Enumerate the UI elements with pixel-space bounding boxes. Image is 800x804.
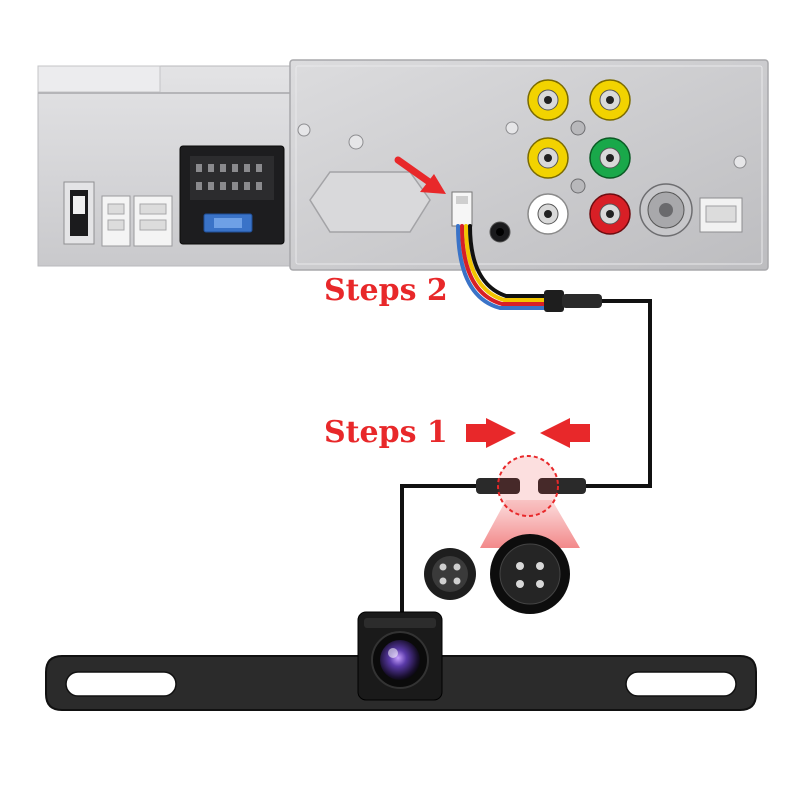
audio-jack — [489, 221, 511, 243]
arrow-right-icon — [466, 418, 516, 448]
camera-cable — [400, 484, 476, 612]
rca-jack-yellow — [527, 79, 569, 121]
camera-icon — [357, 611, 443, 701]
step-1-label: Steps 1 — [324, 415, 448, 450]
pin-connector-female — [490, 534, 570, 614]
aux-connector — [101, 195, 173, 247]
pin-connector-male — [424, 548, 476, 600]
cable-connector — [544, 290, 602, 312]
antenna-jack — [639, 183, 693, 237]
mic-connector — [699, 197, 743, 233]
camera-harness-wires — [456, 224, 550, 310]
head-unit — [37, 59, 769, 271]
extension-cable — [584, 299, 652, 488]
arrow-icon — [394, 156, 446, 194]
screw-icon — [297, 120, 747, 194]
rca-jack-yellow — [589, 79, 631, 121]
usb-port — [63, 181, 95, 245]
highlight-beam — [480, 500, 580, 548]
rca-jack-green — [589, 137, 631, 179]
camera-input-port — [451, 191, 473, 227]
rca-jack-white — [527, 193, 569, 235]
harness-connector — [179, 145, 285, 245]
rca-jack-yellow — [527, 137, 569, 179]
step-2-label: Steps 2 — [324, 273, 448, 308]
rca-jack-red — [589, 193, 631, 235]
arrow-left-icon — [540, 418, 590, 448]
